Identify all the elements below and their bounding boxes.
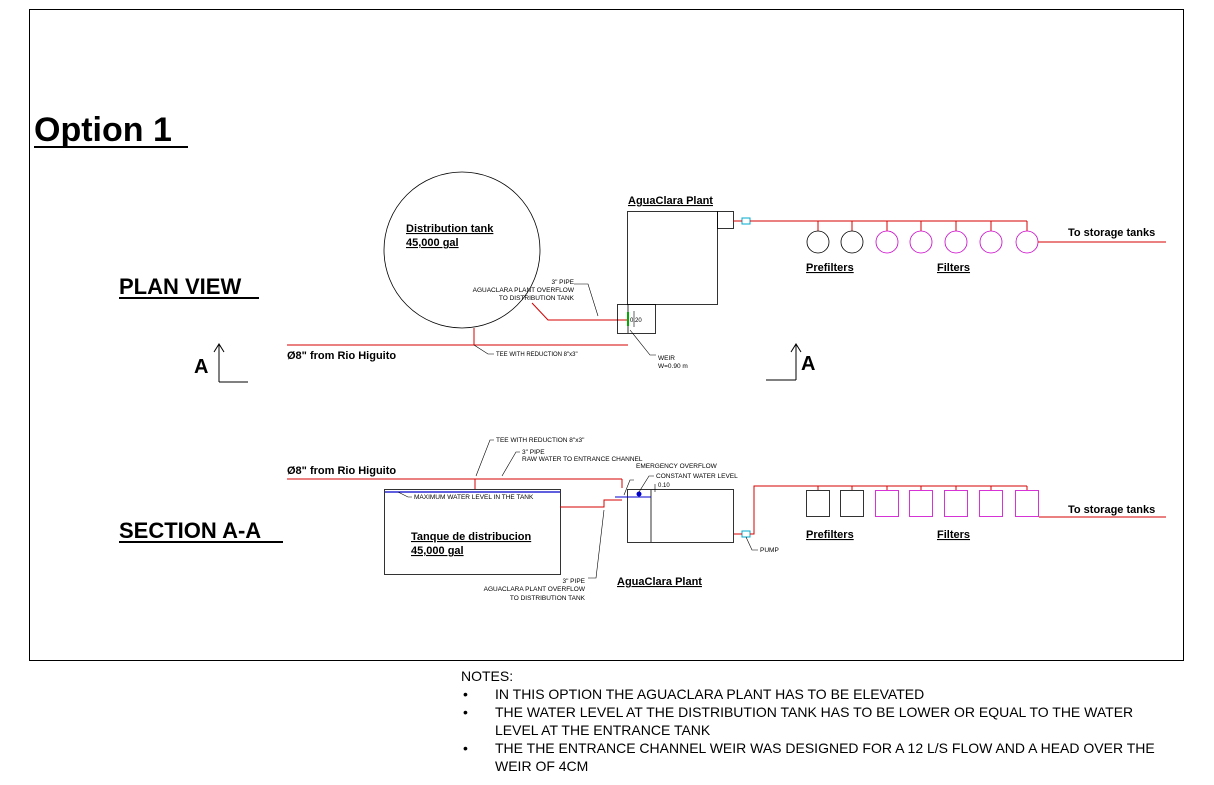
to-storage-label-plan: To storage tanks [1068, 227, 1155, 239]
weir-note-1: WEIR [658, 355, 675, 362]
note-item: IN THIS OPTION THE AGUACLARA PLANT HAS T… [463, 685, 1161, 703]
prefilter-plan-1 [806, 230, 830, 254]
filter-drops-plan [817, 221, 1028, 231]
filter-section-3 [944, 490, 968, 517]
aguaclara-plant-plan [627, 211, 718, 305]
filter-drops-section [817, 486, 1028, 490]
prefilter-section-2 [840, 490, 864, 517]
overflow-note-section-1: 3" PIPE [562, 578, 585, 585]
filter-section-1 [875, 490, 899, 517]
filter-plan-1 [875, 230, 899, 254]
aguaclara-plant-label-section: AguaClara Plant [617, 576, 702, 588]
filters-label-section: Filters [937, 529, 970, 541]
tank-label-section: Tanque de distribucion [411, 531, 531, 543]
to-storage-label-section: To storage tanks [1068, 504, 1155, 516]
filter-section-2 [909, 490, 933, 517]
filter-section-5 [1015, 490, 1039, 517]
prefilter-plan-2 [840, 230, 864, 254]
note-item: THE THE ENTRANCE CHANNEL WEIR WAS DESIGN… [463, 739, 1161, 775]
section-marker-left: A [194, 343, 248, 383]
overflow-note-plan-3: TO DISTRIBUTION TANK [499, 295, 575, 302]
outlet-pipe-section [750, 485, 1027, 535]
inlet-pipe-label-plan: Ø8" from Rio Higuito [287, 350, 396, 362]
entrance-tank-plan [617, 304, 656, 334]
weir-note-2: W=0.90 m [658, 363, 688, 370]
weir-height-label: 0.20 [630, 318, 642, 324]
notes-heading: NOTES: [461, 668, 514, 684]
filter-section-4 [979, 490, 1003, 517]
aguaclara-plant-section [627, 489, 734, 543]
pump-note: PUMP [760, 547, 779, 554]
outlet-fitting-plan [741, 217, 751, 225]
section-marker-right: A [766, 343, 815, 381]
distribution-tank-capacity: 45,000 gal [406, 237, 459, 249]
notes-list: IN THIS OPTION THE AGUACLARA PLANT HAS T… [461, 685, 1161, 775]
filter-plan-3 [944, 230, 968, 254]
tank-capacity-section: 45,000 gal [411, 545, 464, 557]
overflow-note-plan-1: 3" PIPE [551, 279, 574, 286]
prefilters-label-plan: Prefilters [806, 262, 854, 274]
section-marker-left-letter: A [194, 356, 208, 378]
level-value-label: 0.10 [658, 483, 670, 489]
note-item: THE WATER LEVEL AT THE DISTRIBUTION TANK… [463, 703, 1161, 739]
section-marker-right-letter: A [801, 353, 815, 375]
drawing-frame [29, 9, 1184, 661]
plant-outlet-box-plan [717, 211, 734, 229]
inlet-pipe-label-section: Ø8" from Rio Higuito [287, 465, 396, 477]
overflow-note-section-2: AGUACLARA PLANT OVERFLOW [484, 586, 586, 593]
overflow-note-section-3: TO DISTRIBUTION TANK [510, 595, 586, 602]
distribution-tank-plan [383, 171, 541, 329]
emergency-overflow-note: EMERGENCY OVERFLOW [636, 463, 718, 470]
prefilters-label-section: Prefilters [806, 529, 854, 541]
overflow-pipe-section [560, 499, 622, 508]
pump-fitting [741, 530, 751, 538]
notes-block: NOTES: IN THIS OPTION THE AGUACLARA PLAN… [461, 667, 1161, 775]
section-heading: SECTION A-A [119, 518, 261, 543]
prefilter-section-1 [806, 490, 830, 517]
constant-level-note: CONSTANT WATER LEVEL [656, 473, 738, 480]
raw-water-note-2: RAW WATER TO ENTRANCE CHANNEL [522, 456, 643, 463]
distribution-tank-label: Distribution tank [406, 223, 494, 235]
water-level-marker [636, 491, 642, 497]
max-water-level-note: MAXIMUM WATER LEVEL IN THE TANK [414, 494, 534, 501]
aguaclara-plant-label-plan: AguaClara Plant [628, 195, 713, 207]
raw-water-note-1: 3" PIPE [522, 449, 545, 456]
tee-note-plan: TEE WITH REDUCTION 8"x3" [496, 352, 578, 358]
tee-note-section: TEE WITH REDUCTION 8"x3" [496, 437, 585, 444]
filter-plan-4 [979, 230, 1003, 254]
plan-view-heading: PLAN VIEW [119, 274, 241, 299]
overflow-note-plan-2: AGUACLARA PLANT OVERFLOW [473, 287, 575, 294]
distribution-tank-section [384, 489, 561, 575]
filters-label-plan: Filters [937, 262, 970, 274]
filter-plan-2 [909, 230, 933, 254]
overflow-pipe-plan [531, 302, 628, 321]
filter-plan-5 [1015, 230, 1039, 254]
option-title: Option 1 [34, 111, 172, 149]
